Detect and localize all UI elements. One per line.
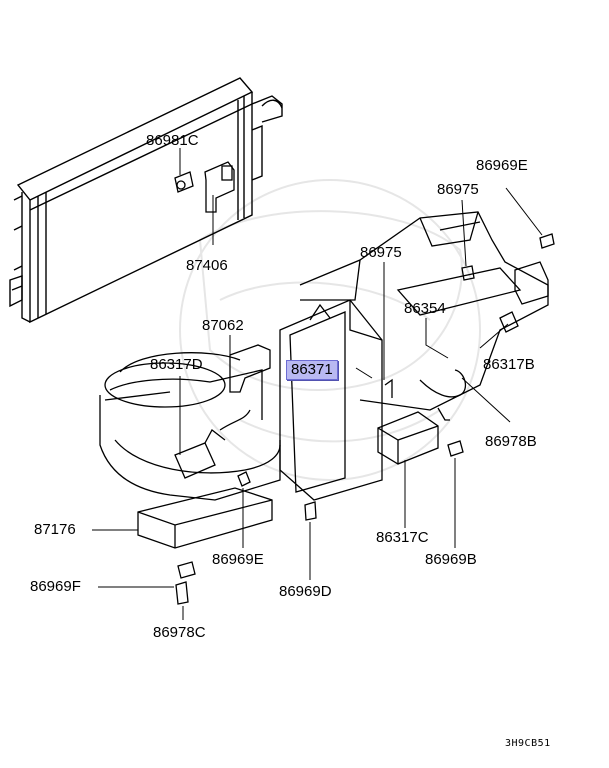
part-label-86969E-bottom[interactable]: 86969E xyxy=(212,551,264,568)
part-label-86317B[interactable]: 86317B xyxy=(483,356,535,373)
part-label-86354[interactable]: 86354 xyxy=(404,300,446,317)
part-label-86978B[interactable]: 86978B xyxy=(485,433,537,450)
part-label-86969F[interactable]: 86969F xyxy=(30,578,81,595)
part-label-86969B[interactable]: 86969B xyxy=(425,551,477,568)
part-label-86978C[interactable]: 86978C xyxy=(153,624,206,641)
fasteners xyxy=(175,233,555,605)
leader-lines xyxy=(92,148,543,620)
hvac-housing xyxy=(99,211,549,549)
part-label-87176[interactable]: 87176 xyxy=(34,521,76,538)
part-label-86317C[interactable]: 86317C xyxy=(376,529,429,546)
part-label-86975-b[interactable]: 86975 xyxy=(360,244,402,261)
part-label-86975-a[interactable]: 86975 xyxy=(437,181,479,198)
bracket-87406 xyxy=(174,161,235,213)
watermark-emblem xyxy=(179,179,481,481)
condenser-panel xyxy=(9,77,283,324)
part-label-87062[interactable]: 87062 xyxy=(202,317,244,334)
diagram-code: 3H9CB51 xyxy=(505,738,551,749)
part-label-86969E-top[interactable]: 86969E xyxy=(476,157,528,174)
part-label-86981C[interactable]: 86981C xyxy=(146,132,199,149)
part-label-86371-highlighted[interactable]: 86371 xyxy=(286,360,338,380)
part-label-87406[interactable]: 87406 xyxy=(186,257,228,274)
part-label-86317D[interactable]: 86317D xyxy=(150,356,203,373)
part-label-86969D[interactable]: 86969D xyxy=(279,583,332,600)
